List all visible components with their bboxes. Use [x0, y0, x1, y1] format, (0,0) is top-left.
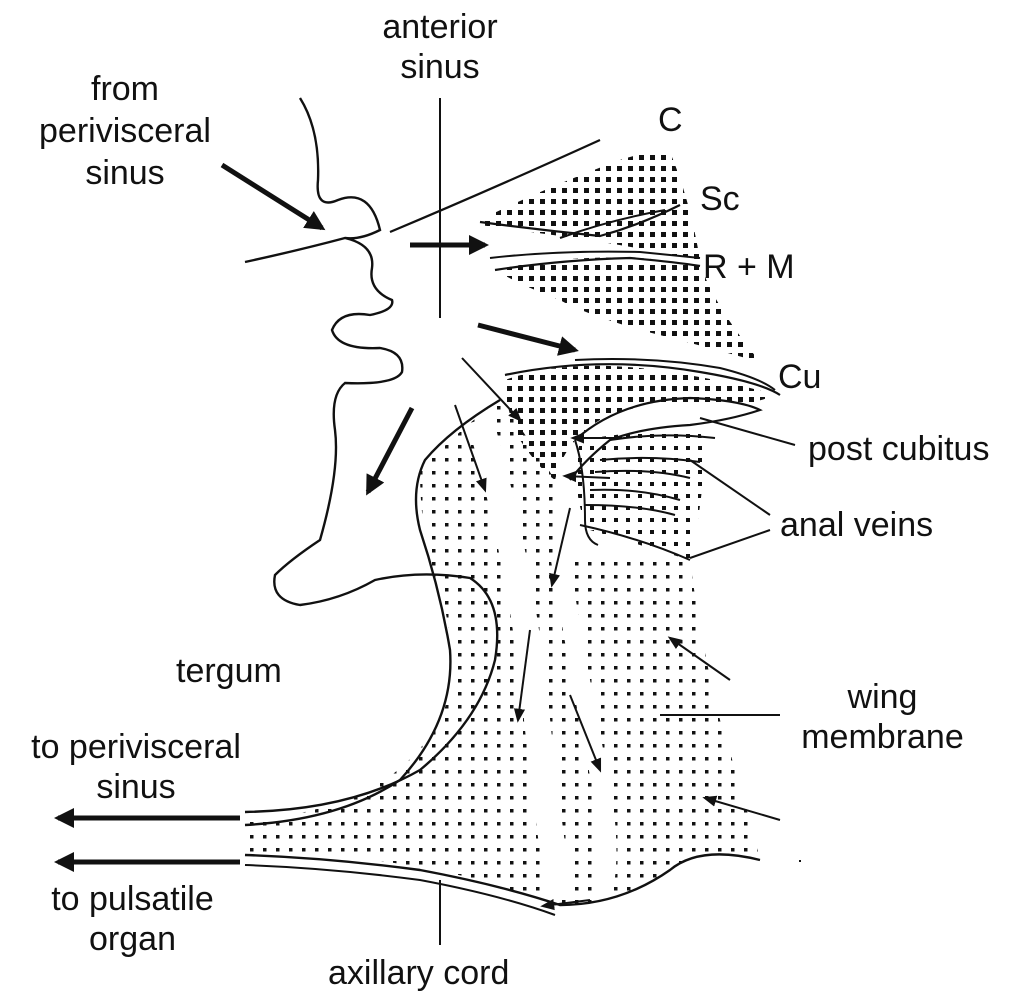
- radius-media-label: R + M: [703, 250, 795, 284]
- anal-veins-leader-2: [690, 530, 770, 558]
- to-pulsatile-line1: to pulsatile: [30, 882, 235, 916]
- from-perivisceral-label: from perivisceral sinus: [10, 72, 240, 190]
- to-pulsatile-label: to pulsatile organ: [30, 882, 235, 956]
- to-pulsatile-line2: organ: [30, 922, 235, 956]
- subcosta-label: Sc: [700, 182, 740, 216]
- tergum-label: tergum: [176, 654, 282, 688]
- to-perivisceral-line2: sinus: [8, 770, 264, 804]
- anterior-sinus-line2: sinus: [370, 50, 510, 84]
- anterior-sinus-line1: anterior: [370, 10, 510, 44]
- wing-membrane-label: wing membrane: [775, 680, 990, 754]
- from-perivisceral-line3: sinus: [10, 156, 240, 190]
- costa-label: C: [658, 103, 683, 137]
- wing-membrane-line2: membrane: [775, 720, 990, 754]
- post-cubitus-leader: [700, 418, 795, 445]
- cubitus-label: Cu: [778, 360, 821, 394]
- cubital-arrow: [478, 325, 575, 350]
- from-perivisceral-line2: perivisceral: [10, 114, 240, 148]
- tergal-arrow: [368, 408, 412, 492]
- post-cubitus-label: post cubitus: [808, 432, 989, 466]
- axillary-cord-label: axillary cord: [328, 956, 509, 990]
- anal-veins-label: anal veins: [780, 508, 933, 542]
- to-perivisceral-label: to perivisceral sinus: [8, 730, 264, 804]
- from-perivisceral-line1: from: [10, 72, 240, 106]
- to-perivisceral-line1: to perivisceral: [8, 730, 264, 764]
- anterior-sinus-label: anterior sinus: [370, 10, 510, 84]
- wing-membrane-line1: wing: [775, 680, 990, 714]
- costal-region: [480, 152, 700, 260]
